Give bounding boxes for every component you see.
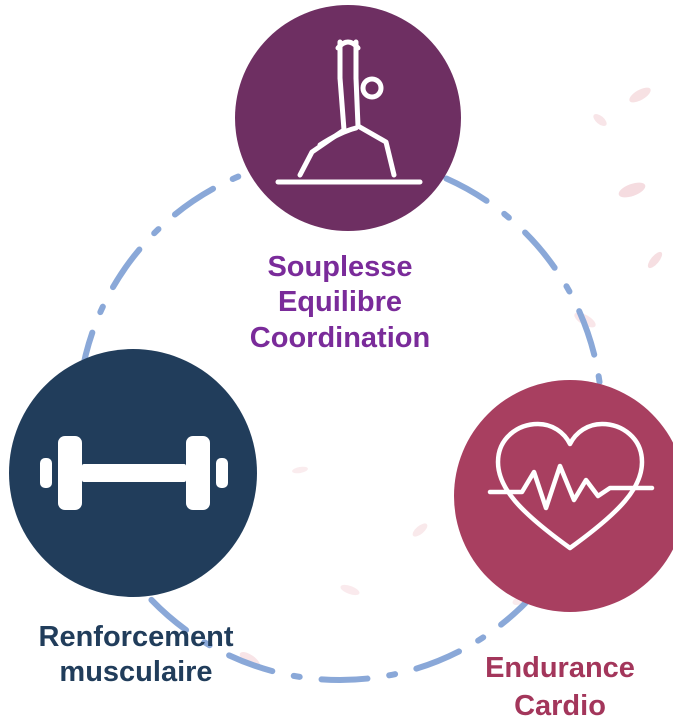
flexibility-node xyxy=(235,5,461,231)
strength-label: Renforcement musculaire xyxy=(0,620,272,691)
endurance-circle xyxy=(454,380,673,612)
strength-line-1: Renforcement xyxy=(38,621,234,653)
flexibility-line-2: Equilibre xyxy=(277,286,403,319)
endurance-line-2: Cardio xyxy=(514,689,606,722)
strength-line-2: musculaire xyxy=(59,656,213,689)
strength-node xyxy=(9,349,257,597)
flexibility-label: Souplesse Equilibre Coordination xyxy=(210,250,470,356)
flexibility-line-1: Souplesse xyxy=(267,251,413,283)
flexibility-line-3: Coordination xyxy=(249,321,431,354)
endurance-node xyxy=(454,380,673,612)
heart-pulse-icon xyxy=(487,421,655,551)
flexibility-circle xyxy=(235,5,461,231)
yoga-pose-icon xyxy=(275,39,423,185)
dumbbell-icon xyxy=(40,436,228,510)
endurance-line-1: Endurance xyxy=(485,652,635,684)
endurance-label: Endurance Cardio xyxy=(452,650,668,725)
